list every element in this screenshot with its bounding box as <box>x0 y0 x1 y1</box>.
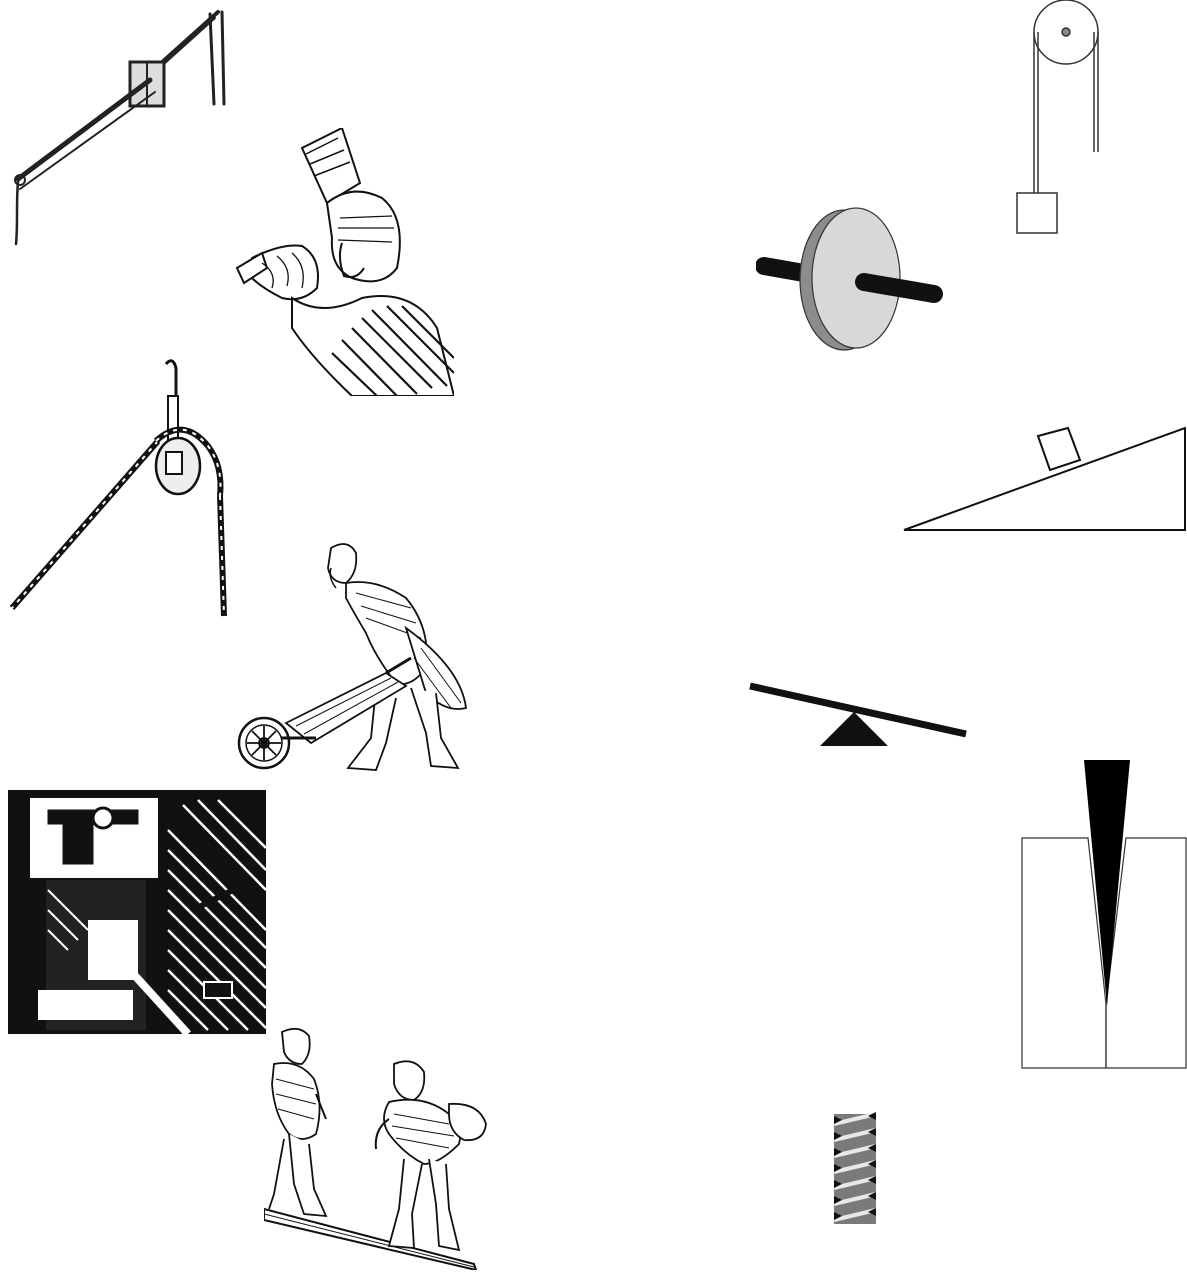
lever-fulcrum-diagram-icon <box>749 682 967 746</box>
screw-diagram[interactable] <box>830 1110 880 1226</box>
rope-pulley-woodcut-icon <box>9 359 227 617</box>
wedge-diagram-icon <box>1021 760 1187 1069</box>
screw-diagram-icon <box>833 1112 877 1224</box>
inclined-plane-diagram-icon <box>903 426 1186 531</box>
axe-woodcut-icon <box>235 128 454 396</box>
wedge-diagram[interactable] <box>1018 756 1187 1072</box>
press-screw-illustration[interactable] <box>8 790 266 1034</box>
lever-handle-woodcut-icon <box>14 10 226 246</box>
wheelbarrow-man-illustration[interactable] <box>236 538 474 778</box>
screw-press-woodcut-icon <box>8 790 266 1034</box>
inclined-plane-diagram[interactable] <box>900 420 1187 536</box>
wheelbarrow-woodcut-icon <box>237 543 467 771</box>
pulley-diagram-icon <box>1016 0 1099 234</box>
ramp-walkers-illustration[interactable] <box>264 1024 490 1270</box>
lever-diagram[interactable] <box>744 676 972 752</box>
rope-pulley-illustration[interactable] <box>8 356 232 618</box>
wheel-and-axle-diagram-icon <box>756 207 943 351</box>
wheel-axle-diagram[interactable] <box>756 206 946 356</box>
pulley-diagram[interactable] <box>1012 0 1112 240</box>
lever-pump-illustration[interactable] <box>10 4 230 248</box>
ramp-woodcut-icon <box>264 1027 487 1270</box>
axe-man-illustration[interactable] <box>232 128 454 396</box>
